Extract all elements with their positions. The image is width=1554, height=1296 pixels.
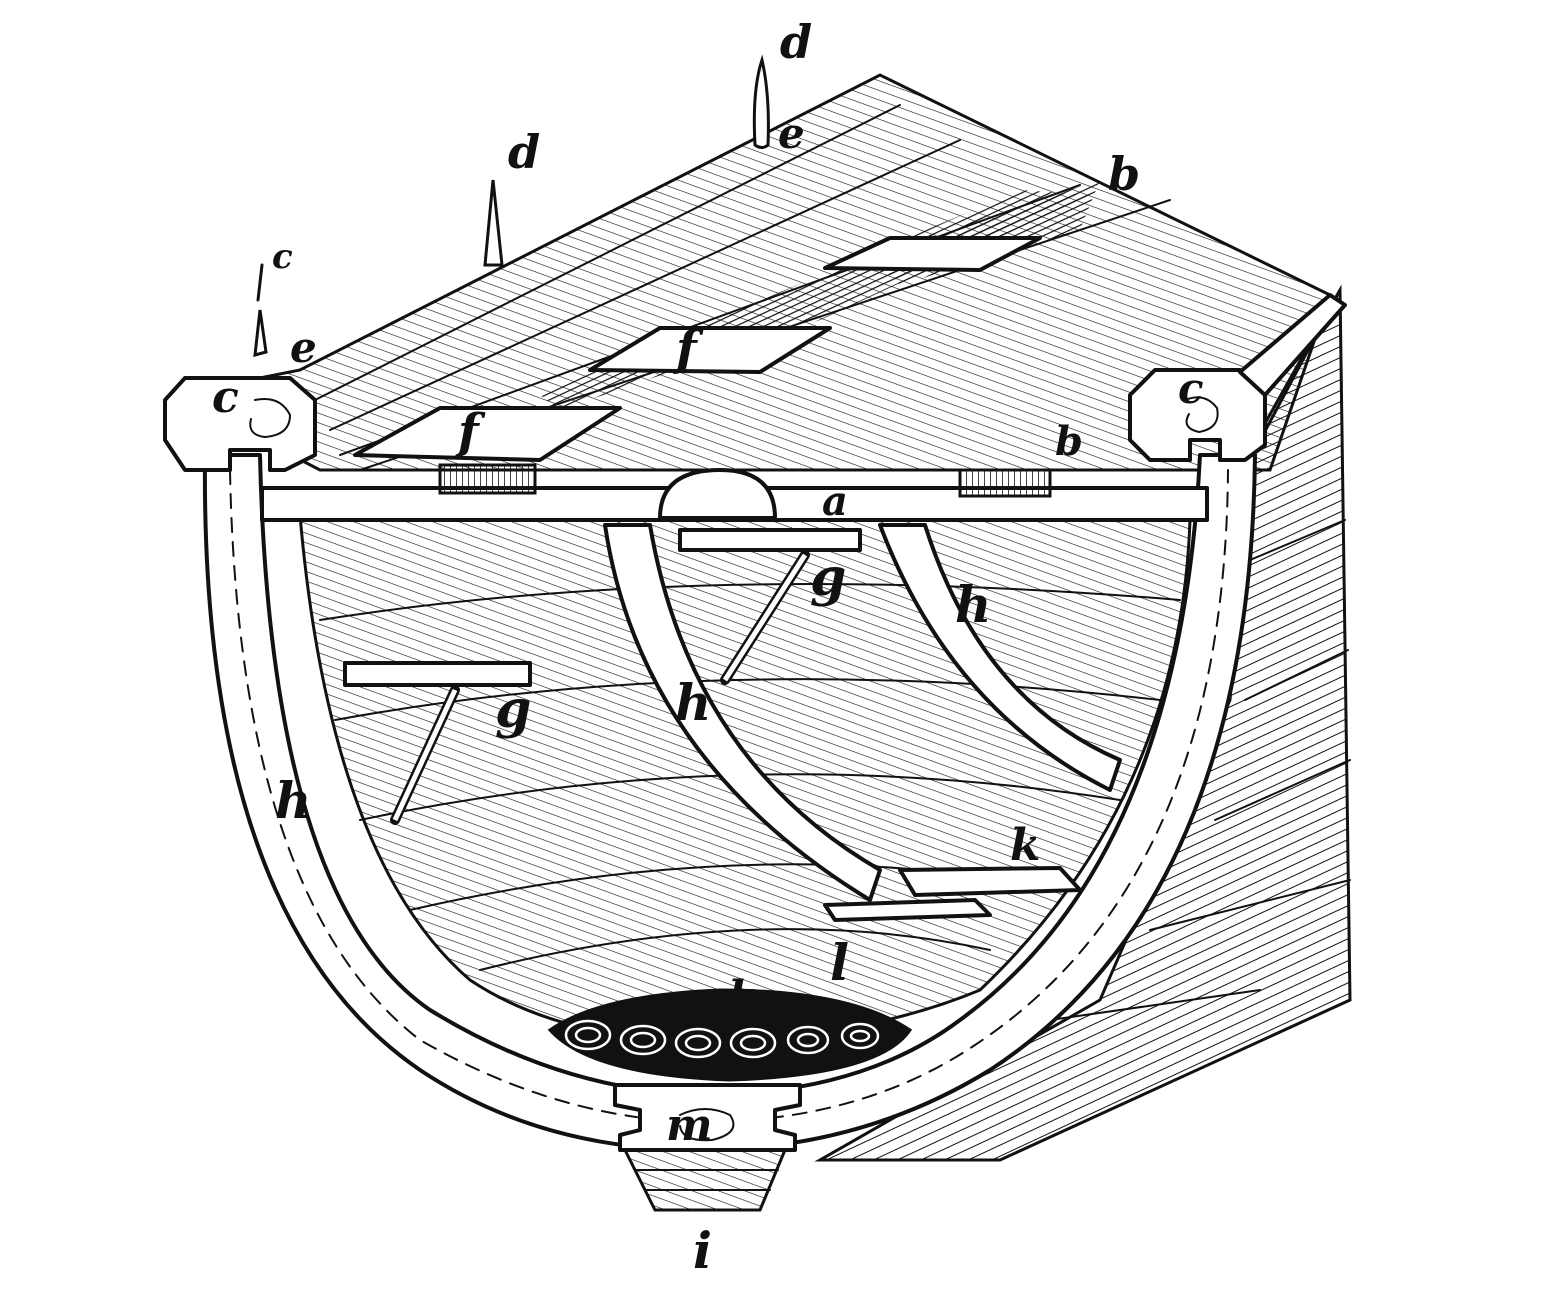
treenails	[253, 54, 770, 358]
label-b: b	[1108, 147, 1140, 201]
label-c: c	[272, 237, 293, 277]
label-d: d	[508, 125, 540, 179]
label-c: c	[212, 372, 239, 423]
label-g: g	[495, 679, 531, 740]
deck-planks	[353, 236, 1042, 462]
stringers	[823, 866, 1082, 922]
label-h: h	[955, 575, 991, 634]
label-b: b	[1055, 418, 1083, 465]
label-e: e	[290, 323, 317, 372]
reference-labels: a b b c c c d d e e f f g g h h h i k k …	[212, 15, 1204, 1280]
gunwale-blocks	[163, 293, 1347, 472]
interior-ribs	[603, 523, 1122, 902]
hanging-knees	[343, 528, 862, 825]
deck-beam	[260, 463, 1209, 522]
label-l: l	[830, 933, 849, 992]
label-h: h	[275, 771, 311, 830]
main-frame	[202, 453, 1257, 1152]
label-h: h	[675, 673, 711, 732]
label-k: k	[1010, 820, 1041, 871]
keel	[613, 1083, 802, 1212]
label-e: e	[778, 109, 805, 158]
label-g: g	[810, 547, 846, 608]
label-c: c	[1178, 364, 1204, 413]
label-d: d	[780, 15, 812, 69]
label-m: m	[666, 1100, 713, 1151]
label-k: k	[728, 972, 759, 1023]
label-a: a	[822, 478, 848, 525]
keelson-box	[547, 988, 913, 1082]
label-i: i	[693, 1221, 712, 1280]
